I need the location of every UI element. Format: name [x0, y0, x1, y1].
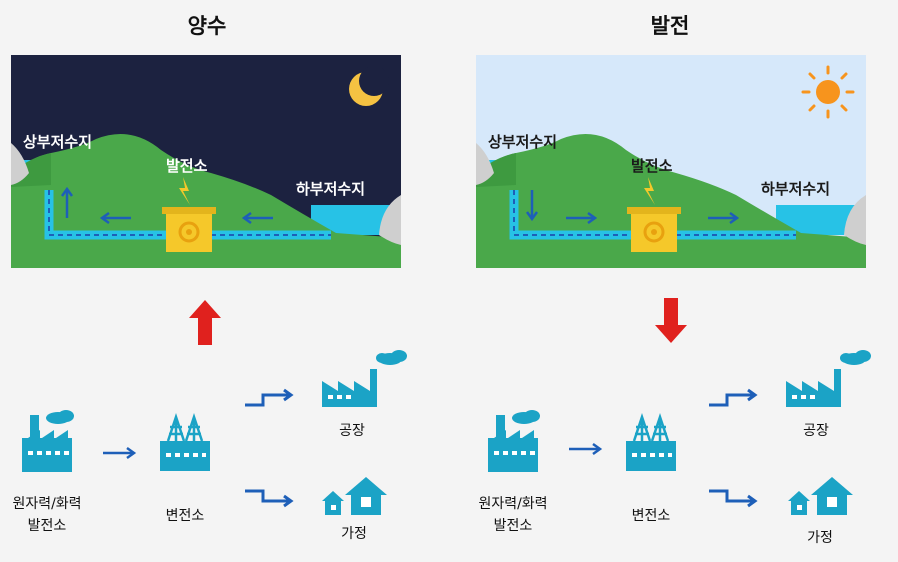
factory-caption: 공장: [339, 423, 365, 439]
flow-arrow-icon: [245, 489, 294, 508]
pumping-scene-illustration: [11, 55, 401, 268]
flow-arrow-icon: [569, 442, 603, 456]
right-title: 발전: [650, 14, 690, 38]
factory-icon: [322, 350, 407, 407]
factory-caption: 공장: [803, 423, 829, 439]
source-plant-caption-line1: 원자력/화력: [12, 496, 82, 512]
left-title: 양수: [187, 14, 227, 38]
flow-arrow-icon: [103, 446, 137, 460]
flow-arrow-icon: [60, 186, 273, 225]
house-icon: [322, 477, 387, 515]
lower-reservoir-label: 하부저수지: [761, 180, 831, 198]
grid-icons: [488, 350, 871, 515]
lightning-icon: [179, 177, 190, 205]
right-grid-diagram: 원자력/화력 발전소 변전소 공장 가정: [466, 345, 898, 560]
flow-arrow-icon: [709, 388, 758, 407]
upper-reservoir-label: 상부저수지: [488, 133, 558, 151]
factory-icon: [786, 350, 871, 407]
moon-icon: [349, 66, 389, 106]
source-plant-caption-line2: 발전소: [27, 518, 67, 534]
source-plant-caption-line1: 원자력/화력: [478, 496, 548, 512]
rock-right: [379, 195, 401, 245]
substation-caption: 변전소: [165, 508, 205, 524]
left-grid-diagram: 원자력/화력 발전소 변전소 공장 가정: [0, 345, 440, 560]
generation-scene: 상부저수지 발전소 하부저수지: [476, 55, 866, 268]
rock-right: [844, 195, 866, 245]
house-icon: [788, 477, 853, 515]
power-plant-icon: [627, 207, 681, 252]
substation-icon: [160, 413, 210, 471]
power-plant-icon: [162, 207, 216, 252]
source-plant-caption: 원자력/화력 발전소: [0, 493, 94, 537]
plant-label: 발전소: [166, 157, 208, 175]
flow-arrow-icon: [525, 190, 740, 225]
power-station-icon: [22, 410, 74, 472]
upper-reservoir-label: 상부저수지: [23, 133, 93, 151]
generation-scene-illustration: [476, 55, 866, 268]
grid-icons: [22, 350, 407, 515]
source-plant-caption: 원자력/화력 발전소: [466, 493, 560, 537]
red-up-arrow-icon: [189, 300, 221, 345]
rock-left: [11, 143, 29, 185]
flow-arrow-icon: [709, 489, 758, 508]
flow-arrow-icon: [245, 388, 294, 407]
rock-left: [476, 143, 494, 185]
source-plant-caption-line2: 발전소: [493, 518, 533, 534]
substation-icon: [626, 413, 676, 471]
lightning-icon: [644, 177, 655, 205]
power-station-icon: [488, 410, 540, 472]
home-caption: 가정: [807, 530, 833, 546]
home-caption: 가정: [341, 526, 367, 542]
pumping-scene: 상부저수지 발전소 하부저수지: [11, 55, 401, 268]
red-down-arrow-icon: [655, 298, 687, 343]
plant-label: 발전소: [631, 157, 673, 175]
sun-icon: [801, 65, 855, 119]
substation-caption: 변전소: [631, 508, 671, 524]
lower-reservoir-label: 하부저수지: [296, 180, 366, 198]
